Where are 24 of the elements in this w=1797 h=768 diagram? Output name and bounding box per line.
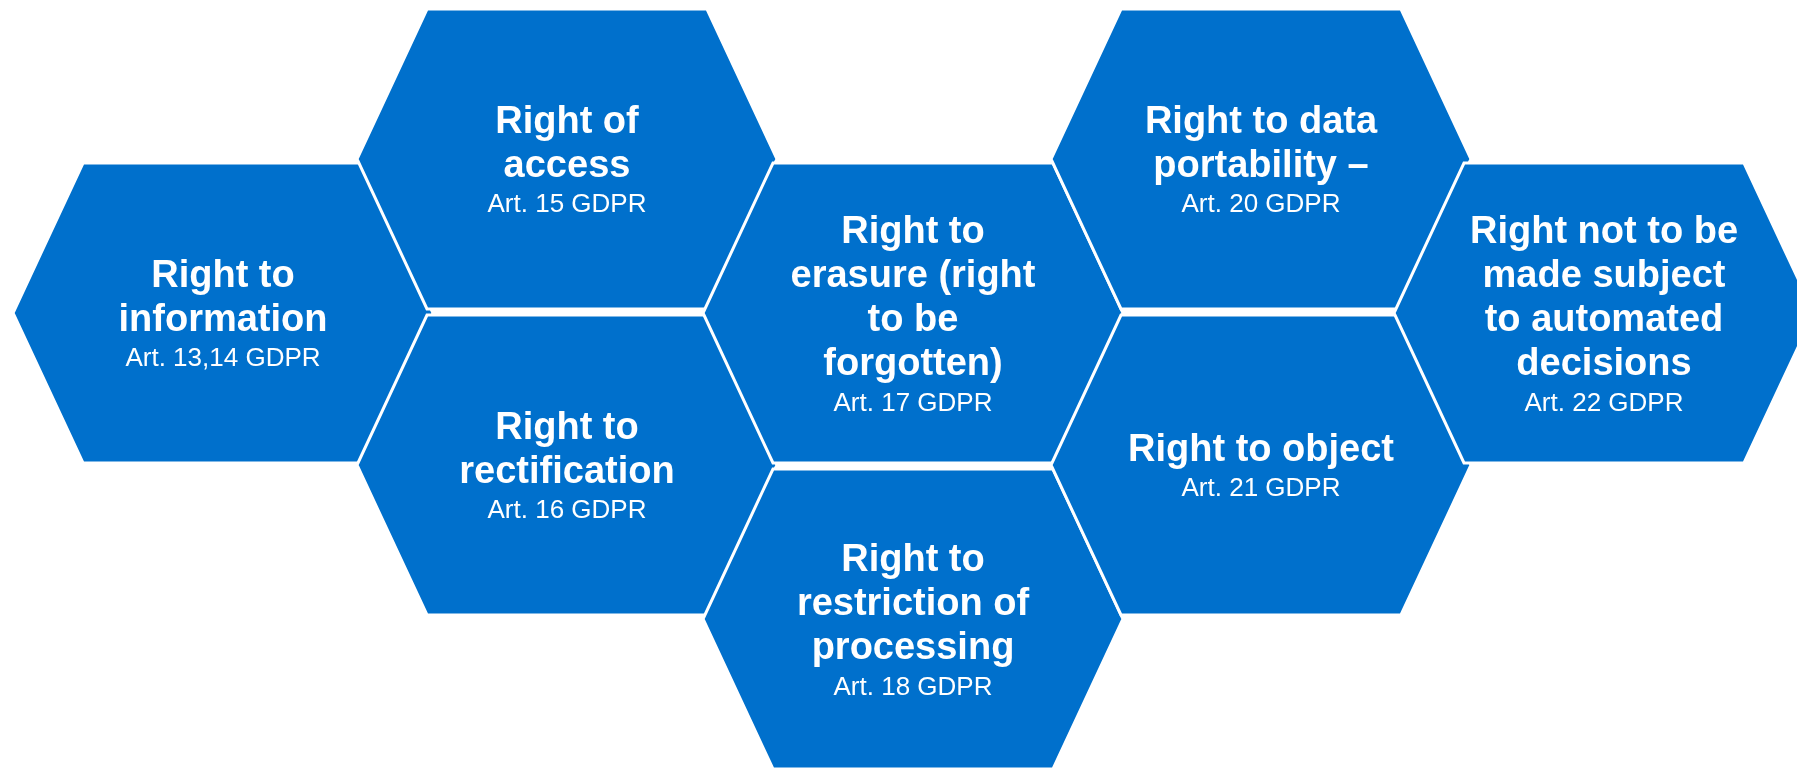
hexagon-tile [1049, 313, 1473, 617]
hexagon-tile [701, 467, 1125, 768]
right-title: Right to object [1128, 426, 1394, 471]
right-title: Right to information [117, 252, 329, 341]
hexagon-tile [355, 313, 779, 617]
hexagon-tile [701, 161, 1125, 465]
article-reference: Art. 16 GDPR [487, 494, 647, 526]
article-reference: Art. 20 GDPR [1181, 188, 1341, 220]
right-title: Right to erasure (right to be forgotten) [789, 208, 1037, 385]
article-reference: Art. 18 GDPR [833, 670, 993, 702]
article-reference: Art. 15 GDPR [487, 188, 647, 220]
article-reference: Art. 17 GDPR [833, 386, 993, 418]
hexagon-tile [355, 7, 779, 311]
article-reference: Art. 13,14 GDPR [125, 342, 321, 374]
right-title: Right to rectification [458, 404, 676, 493]
hexagon-tile [1049, 7, 1473, 311]
article-reference: Art. 21 GDPR [1181, 472, 1341, 504]
right-title: Right to data portability – [1143, 98, 1379, 187]
hexagon-tile [1392, 161, 1797, 465]
article-reference: Art. 22 GDPR [1524, 386, 1684, 418]
right-title: Right of access [494, 98, 640, 187]
right-title: Right to restriction of processing [795, 536, 1031, 669]
hexagon-tile [11, 161, 435, 465]
right-title: Right not to be made subject to automated decisions [1469, 208, 1739, 385]
